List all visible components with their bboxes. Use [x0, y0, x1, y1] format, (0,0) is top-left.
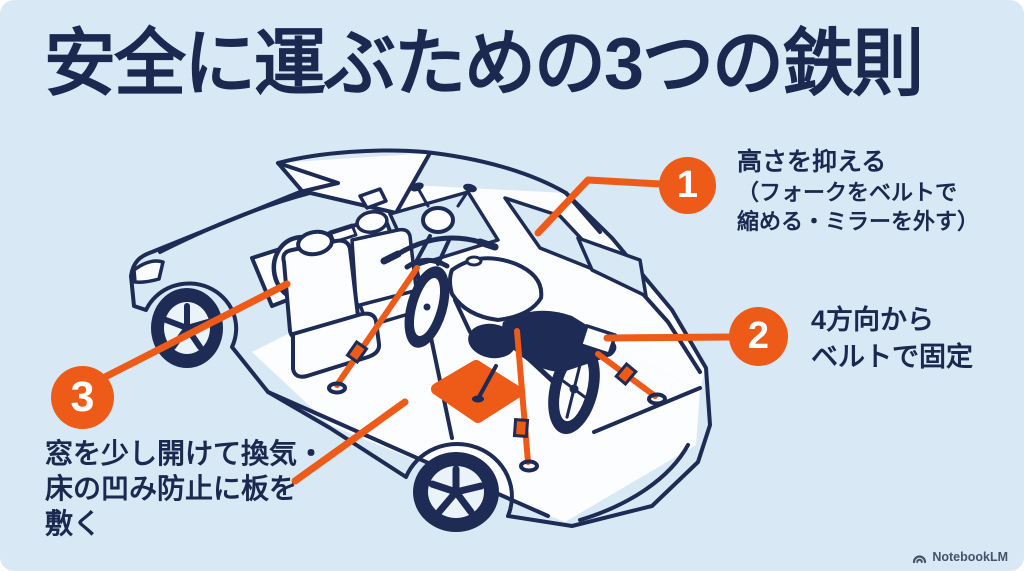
step-1-note-line-1: （フォークをベルトで: [737, 180, 958, 205]
strap-buckles: [345, 339, 638, 439]
step-3-callout: 窓を少し開けて換気・ 床の凹み防止に板を 敷く: [45, 436, 325, 541]
anchor-point-center: [519, 459, 539, 473]
step-1-note-line-2: 縮める・ミラーを外す）: [737, 209, 980, 234]
leader-line-3-window: [101, 280, 291, 381]
anchor-point-front: [327, 381, 347, 395]
car-front-wheel: [151, 288, 223, 368]
leader-line-2: [603, 333, 735, 342]
step-1-number: 1: [676, 164, 699, 206]
page-title: 安全に運ぶための3つの鉄則: [44, 23, 924, 105]
step-2-line-2: ベルトで固定: [811, 342, 973, 372]
step-3-number: 3: [70, 373, 95, 421]
step-3-line-2: 床の凹み防止に板を: [45, 473, 298, 504]
step-1-callout: 高さを抑える （フォークをベルトで 縮める・ミラーを外す）: [737, 146, 979, 236]
watermark-label: NotebookLM: [932, 550, 1008, 564]
floor-anchor-points: [327, 381, 667, 473]
floor-board: [431, 360, 523, 423]
step-2-number: 2: [747, 315, 770, 357]
watermark: NotebookLM: [912, 550, 1008, 564]
step-3-line-3: 敷く: [45, 508, 102, 539]
step-2-line-1: 4方向から: [811, 305, 935, 335]
step-2-callout: 4方向から ベルトで固定: [811, 302, 973, 376]
tie-down-strap-front: [334, 265, 420, 388]
tie-down-strap-center: [514, 328, 531, 465]
step-1-heading: 高さを抑える: [737, 148, 887, 176]
step-3-badge: 3: [51, 366, 114, 429]
step-3-line-1: 窓を少し開けて換気・: [45, 438, 326, 469]
leader-line-1: [534, 176, 665, 237]
leader-lines: [101, 176, 735, 485]
anchor-point-rear: [647, 392, 667, 406]
step-1-badge: 1: [659, 157, 716, 214]
step-2-badge: 2: [729, 307, 788, 366]
leader-line-3-board: [291, 398, 409, 485]
notebooklm-logo-icon: [913, 554, 927, 563]
motorcycle: [380, 182, 618, 435]
car-rear-wheel: [413, 452, 499, 532]
